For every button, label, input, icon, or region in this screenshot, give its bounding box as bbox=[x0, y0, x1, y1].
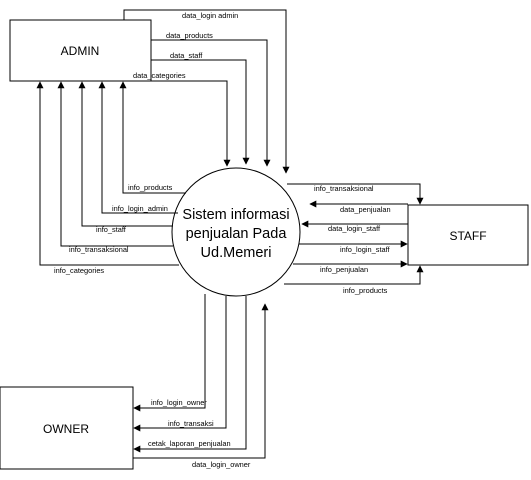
flow-label-info-products: info_products bbox=[128, 183, 173, 192]
flow-info-categories: info_categories bbox=[36, 81, 179, 275]
flow-admin-data-categories: data_categories bbox=[131, 71, 231, 167]
flow-label-info-transaksi: info_transaksi bbox=[168, 419, 214, 428]
flow-label-data-login-staff: data_login_staff bbox=[328, 224, 381, 233]
owner-entity: OWNER bbox=[0, 386, 134, 470]
owner-box bbox=[0, 386, 134, 470]
flow-info-transaksi: info_transaksi bbox=[133, 296, 227, 432]
flow-label-info-login-staff: info_login_staff bbox=[340, 245, 391, 254]
flow-info-login-owner: info_login_owner bbox=[133, 294, 207, 412]
process-line-2: penjualan Pada bbox=[186, 226, 288, 242]
process-circle: Sistem informasi penjualan Pada Ud.Memer… bbox=[171, 167, 301, 297]
flow-admin-data-login: data_login admin bbox=[123, 9, 290, 174]
admin-entity: ADMIN bbox=[9, 19, 152, 82]
staff-box bbox=[407, 204, 529, 266]
process-line-1: Sistem informasi bbox=[182, 207, 289, 223]
flow-label-cetak-laporan: cetak_laporan_penjualan bbox=[148, 439, 231, 448]
flow-label-info-penjualan: info_penjualan bbox=[320, 265, 368, 274]
flow-label-data-penjualan: data_penjualan bbox=[340, 205, 391, 214]
owner-label: OWNER bbox=[43, 422, 89, 436]
flow-info-transaksional-admin: info_transaksional bbox=[57, 81, 173, 254]
flow-label-info-products-staff: info_products bbox=[343, 286, 388, 295]
flow-label-info-transaksional-staff: info_transaksional bbox=[314, 184, 374, 193]
flow-info-staff: info_staff bbox=[78, 81, 173, 234]
process-shape bbox=[171, 167, 301, 297]
flow-info-login-admin: info_login_admin bbox=[98, 81, 178, 214]
flow-label-info-login-admin: info_login_admin bbox=[112, 204, 168, 213]
flow-label-info-transaksional-admin: info_transaksional bbox=[69, 245, 129, 254]
flow-label-data-login-admin: data_login admin bbox=[182, 11, 238, 20]
flow-label-data-categories: data_categories bbox=[133, 71, 186, 80]
flow-label-data-products: data_products bbox=[166, 31, 213, 40]
flow-cetak-laporan: cetak_laporan_penjualan bbox=[133, 296, 247, 453]
flow-data-penjualan: data_penjualan bbox=[309, 200, 408, 214]
flow-info-penjualan: info_penjualan bbox=[293, 260, 408, 274]
flow-admin-data-products: data_products bbox=[151, 31, 271, 167]
flow-label-data-login-owner: data_login_owner bbox=[192, 460, 251, 469]
flow-label-info-categories: info_categories bbox=[54, 266, 104, 275]
flow-info-login-staff: info_login_staff bbox=[299, 240, 408, 254]
flow-admin-data-staff: data_staff bbox=[151, 51, 250, 165]
flow-label-info-staff: info_staff bbox=[96, 225, 127, 234]
admin-box bbox=[9, 19, 152, 82]
flow-label-data-staff: data_staff bbox=[170, 51, 203, 60]
process-line-3: Ud.Memeri bbox=[201, 245, 272, 261]
flow-data-login-owner: data_login_owner bbox=[133, 303, 269, 469]
flow-info-products-staff: info_products bbox=[284, 265, 424, 295]
flow-label-info-login-owner: info_login_owner bbox=[151, 398, 207, 407]
flow-data-login-staff: data_login_staff bbox=[301, 220, 408, 233]
flow-info-products: info_products bbox=[119, 81, 186, 194]
staff-label: STAFF bbox=[449, 229, 486, 243]
admin-label: ADMIN bbox=[61, 44, 100, 58]
flow-info-transaksional-staff: info_transaksional bbox=[287, 183, 424, 205]
staff-entity: STAFF bbox=[407, 204, 529, 266]
